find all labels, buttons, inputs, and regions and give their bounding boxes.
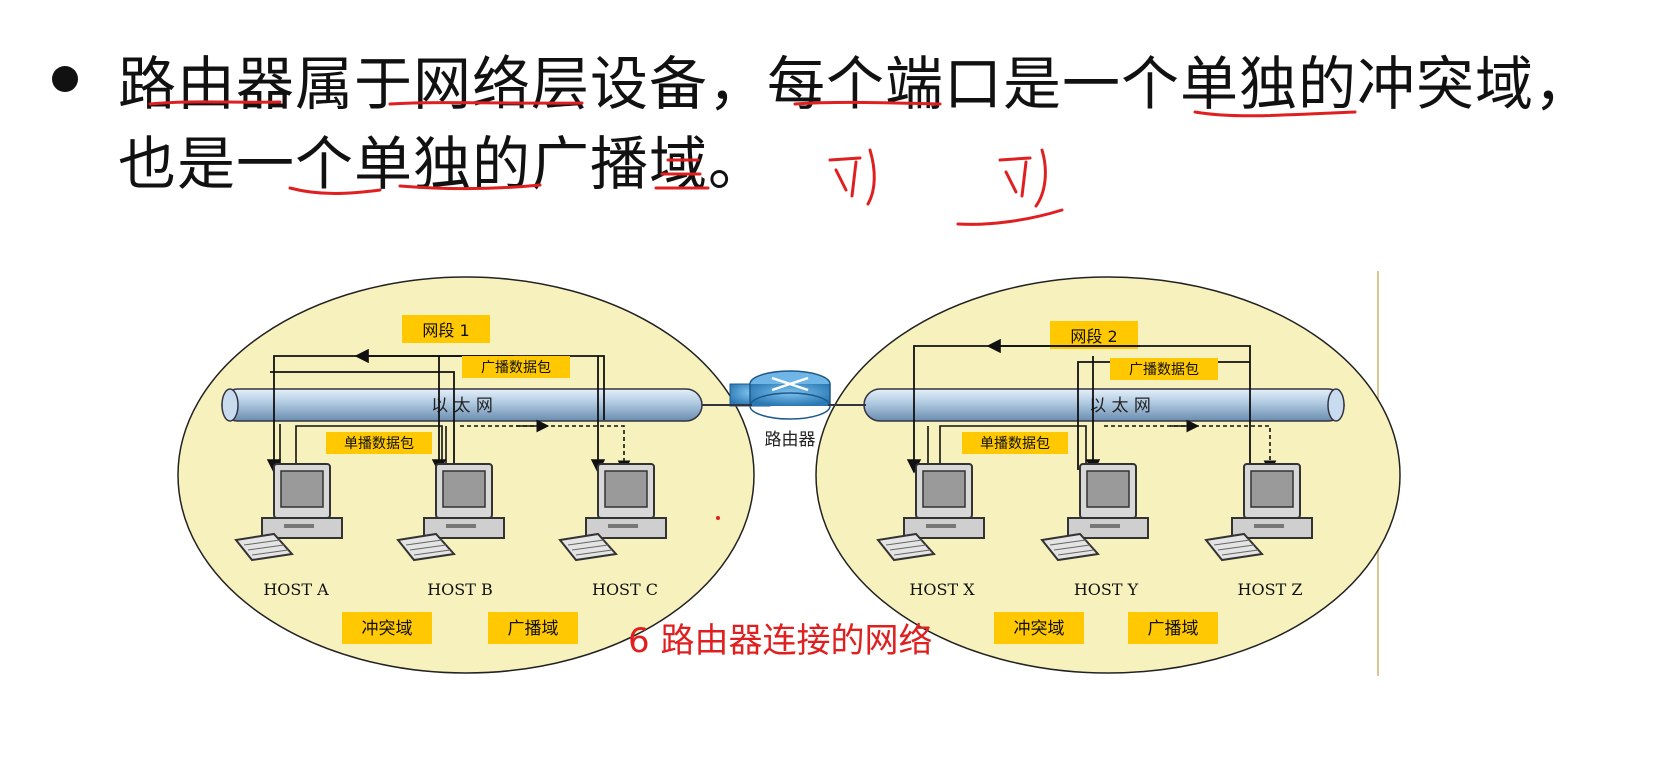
- svg-text:单播数据包: 单播数据包: [980, 436, 1050, 452]
- red-dot: [716, 516, 720, 520]
- svg-text:冲突域: 冲突域: [362, 619, 413, 639]
- left-collision-domain-label: 冲突域: [342, 612, 432, 644]
- svg-text:广播域: 广播域: [508, 619, 559, 639]
- host-a-label: HOST A: [263, 580, 329, 599]
- right-broadcast-domain-label: 广播域: [1128, 612, 1218, 644]
- left-unicast-packet-label: 单播数据包: [326, 432, 432, 454]
- right-broadcast-packet-label: 广播数据包: [1110, 358, 1218, 380]
- red-annotations: [148, 100, 1357, 226]
- right-unicast-packet-label: 单播数据包: [962, 432, 1068, 454]
- svg-text:广播域: 广播域: [1148, 619, 1199, 639]
- left-segment-label: 网段 1: [402, 315, 490, 343]
- right-segment-label: 网段 2: [1050, 321, 1138, 349]
- diagram-caption: 6 路由器连接的网络: [628, 621, 932, 661]
- host-b-label: HOST B: [427, 580, 493, 599]
- left-broadcast-packet-label: 广播数据包: [462, 356, 570, 378]
- host-y-label: HOST Y: [1074, 580, 1139, 599]
- left-segment-label-text: 网段 1: [422, 321, 469, 340]
- right-collision-domain-label: 冲突域: [994, 612, 1084, 644]
- router-label: 路由器: [765, 430, 816, 450]
- left-broadcast-domain-label: 广播域: [488, 612, 578, 644]
- right-ethernet-label: 以 太 网: [1089, 396, 1151, 416]
- svg-text:广播数据包: 广播数据包: [1129, 362, 1199, 378]
- host-x-label: HOST X: [909, 580, 975, 599]
- left-ethernet-pipe: [221, 388, 703, 422]
- host-z-label: HOST Z: [1238, 580, 1303, 599]
- right-unicast-arrows: [927, 419, 1277, 474]
- bullet-text: 路由器属于网络层设备，每个端口是一个单独的冲突域，也是一个单独的广播域。: [118, 50, 1594, 198]
- svg-text:广播数据包: 广播数据包: [481, 360, 551, 376]
- left-unicast-arrows: [279, 419, 631, 474]
- svg-text:单播数据包: 单播数据包: [344, 436, 414, 452]
- router-icon: [729, 370, 831, 420]
- right-segment-label-text: 网段 2: [1070, 327, 1117, 346]
- svg-text:冲突域: 冲突域: [1014, 619, 1065, 639]
- host-c-label: HOST C: [592, 580, 658, 599]
- bullet-dot: [52, 66, 78, 92]
- left-ethernet-label: 以 太 网: [431, 396, 493, 416]
